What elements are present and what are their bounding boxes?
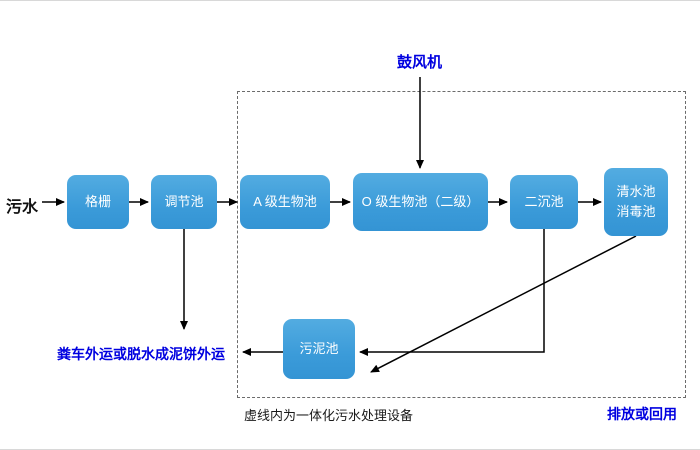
disinfection-label: 消毒池 bbox=[616, 204, 656, 219]
sludge-tank-box: 污泥池 bbox=[283, 319, 355, 379]
integrated-equipment-boundary bbox=[237, 91, 686, 398]
clear-water-disinfection-tank-box: 清水池 消毒池 bbox=[604, 168, 668, 236]
sludge-disposal-label: 粪车外运或脱水成泥饼外运 bbox=[57, 346, 225, 362]
o-grade-bio-tank-box: O 级生物池（二级） bbox=[353, 173, 488, 231]
a-grade-bio-tank-box: A 级生物池 bbox=[240, 175, 330, 229]
blower-label: 鼓风机 bbox=[397, 54, 443, 71]
discharge-reuse-label: 排放或回用 bbox=[607, 406, 677, 422]
influent-label: 污水 bbox=[6, 199, 39, 216]
grid-tank-box: 格栅 bbox=[67, 175, 129, 229]
clear-water-label: 清水池 bbox=[616, 183, 656, 199]
regulating-tank-box: 调节池 bbox=[151, 175, 217, 229]
secondary-sedimentation-tank-box: 二沉池 bbox=[510, 175, 578, 229]
boundary-caption: 虚线内为一体化污水处理设备 bbox=[244, 408, 414, 423]
